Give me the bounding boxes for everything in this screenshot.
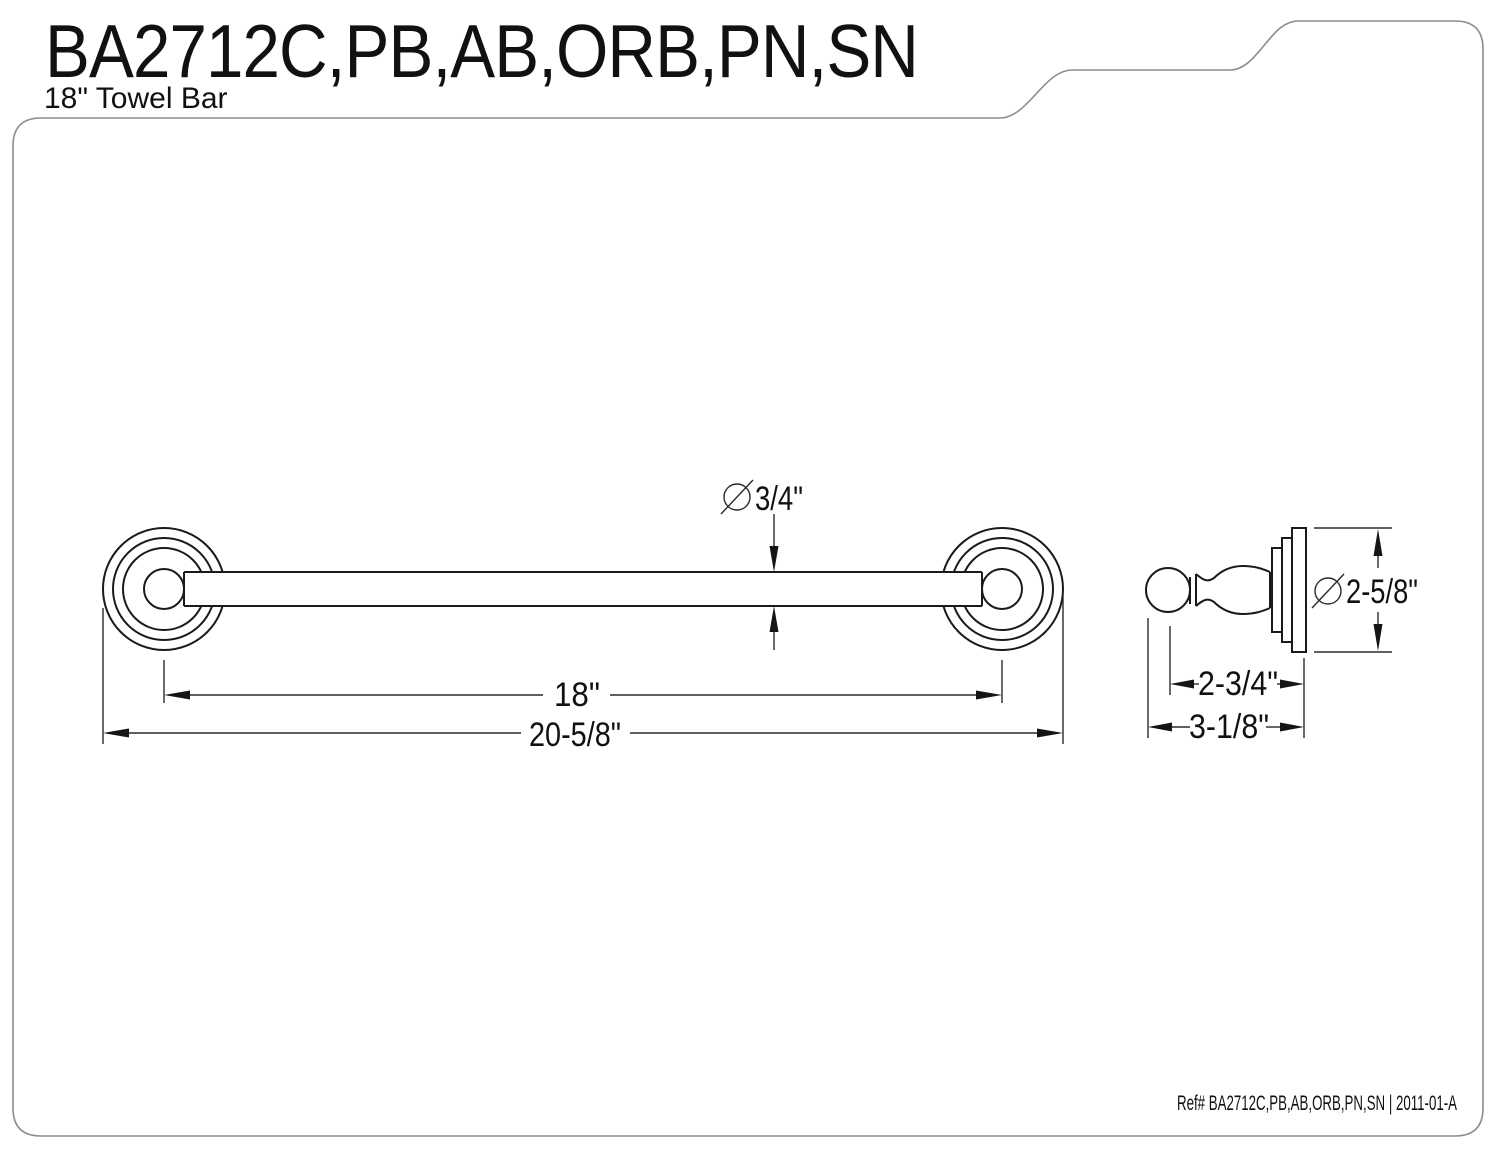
right-rod-end-post	[981, 568, 1023, 610]
mounting-plate-steps	[1271, 527, 1307, 653]
header: BA2712C,PB,AB,ORB,PN,SN 18" Towel Bar	[44, 9, 919, 115]
arrowhead-left	[1170, 679, 1194, 689]
page-subtitle: 18" Towel Bar	[44, 82, 228, 115]
overall-length-label: 20-5/8"	[529, 716, 621, 754]
flange-diameter-label: 2-5/8"	[1346, 573, 1418, 611]
arrowhead-right	[1037, 728, 1063, 738]
bar-length-label: 18"	[554, 676, 600, 714]
rod-body	[184, 572, 982, 606]
arrowhead-right	[1280, 722, 1304, 732]
ball-finial	[1145, 567, 1191, 613]
side-view: 2-5/8" 2-3/4" 3-1/8"	[1145, 527, 1418, 746]
bar-diameter-label: 3/4"	[755, 480, 803, 518]
plate-step-small	[1271, 547, 1283, 633]
arrowhead-left	[164, 690, 190, 700]
plate-step-middle	[1281, 537, 1293, 643]
post-profile	[1145, 564, 1271, 616]
arrowhead-right	[976, 690, 1002, 700]
projection-label: 2-3/4"	[1198, 665, 1278, 703]
bar-diameter-dimension: 3/4"	[720, 479, 803, 650]
overall-projection-label: 3-1/8"	[1189, 708, 1269, 746]
overall-projection-dimension: 3-1/8"	[1147, 618, 1305, 746]
left-rod-end-post	[143, 568, 185, 610]
arrowhead-right	[1280, 679, 1304, 689]
arrowhead-up	[1373, 529, 1383, 556]
diameter-icon	[1311, 573, 1345, 609]
arrowhead-left	[103, 728, 129, 738]
vase-top-profile	[1195, 564, 1271, 582]
page-title: BA2712C,PB,AB,ORB,PN,SN	[45, 9, 918, 93]
arrowhead-down	[769, 546, 779, 572]
plate-step-large	[1291, 527, 1307, 653]
rod-outline	[183, 571, 983, 607]
bar-length-dimension: 18"	[163, 660, 1003, 714]
arrowhead-up	[769, 606, 779, 632]
sheet-border	[12, 20, 1484, 1137]
arrowhead-down	[1373, 624, 1383, 651]
front-view: 3/4" 18" 20-5/8"	[102, 479, 1064, 754]
arrowhead-left	[1148, 722, 1172, 732]
flange-diameter-dimension: 2-5/8"	[1311, 527, 1418, 653]
projection-dimension: 2-3/4"	[1169, 626, 1304, 703]
diameter-icon	[720, 479, 754, 515]
overall-length-dimension: 20-5/8"	[102, 596, 1064, 754]
towel-bar-rod	[143, 568, 1023, 610]
footer-reference: Ref# BA2712C,PB,AB,ORB,PN,SN | 2011-01-A	[1177, 1092, 1457, 1115]
vase-bottom-profile	[1195, 598, 1271, 616]
